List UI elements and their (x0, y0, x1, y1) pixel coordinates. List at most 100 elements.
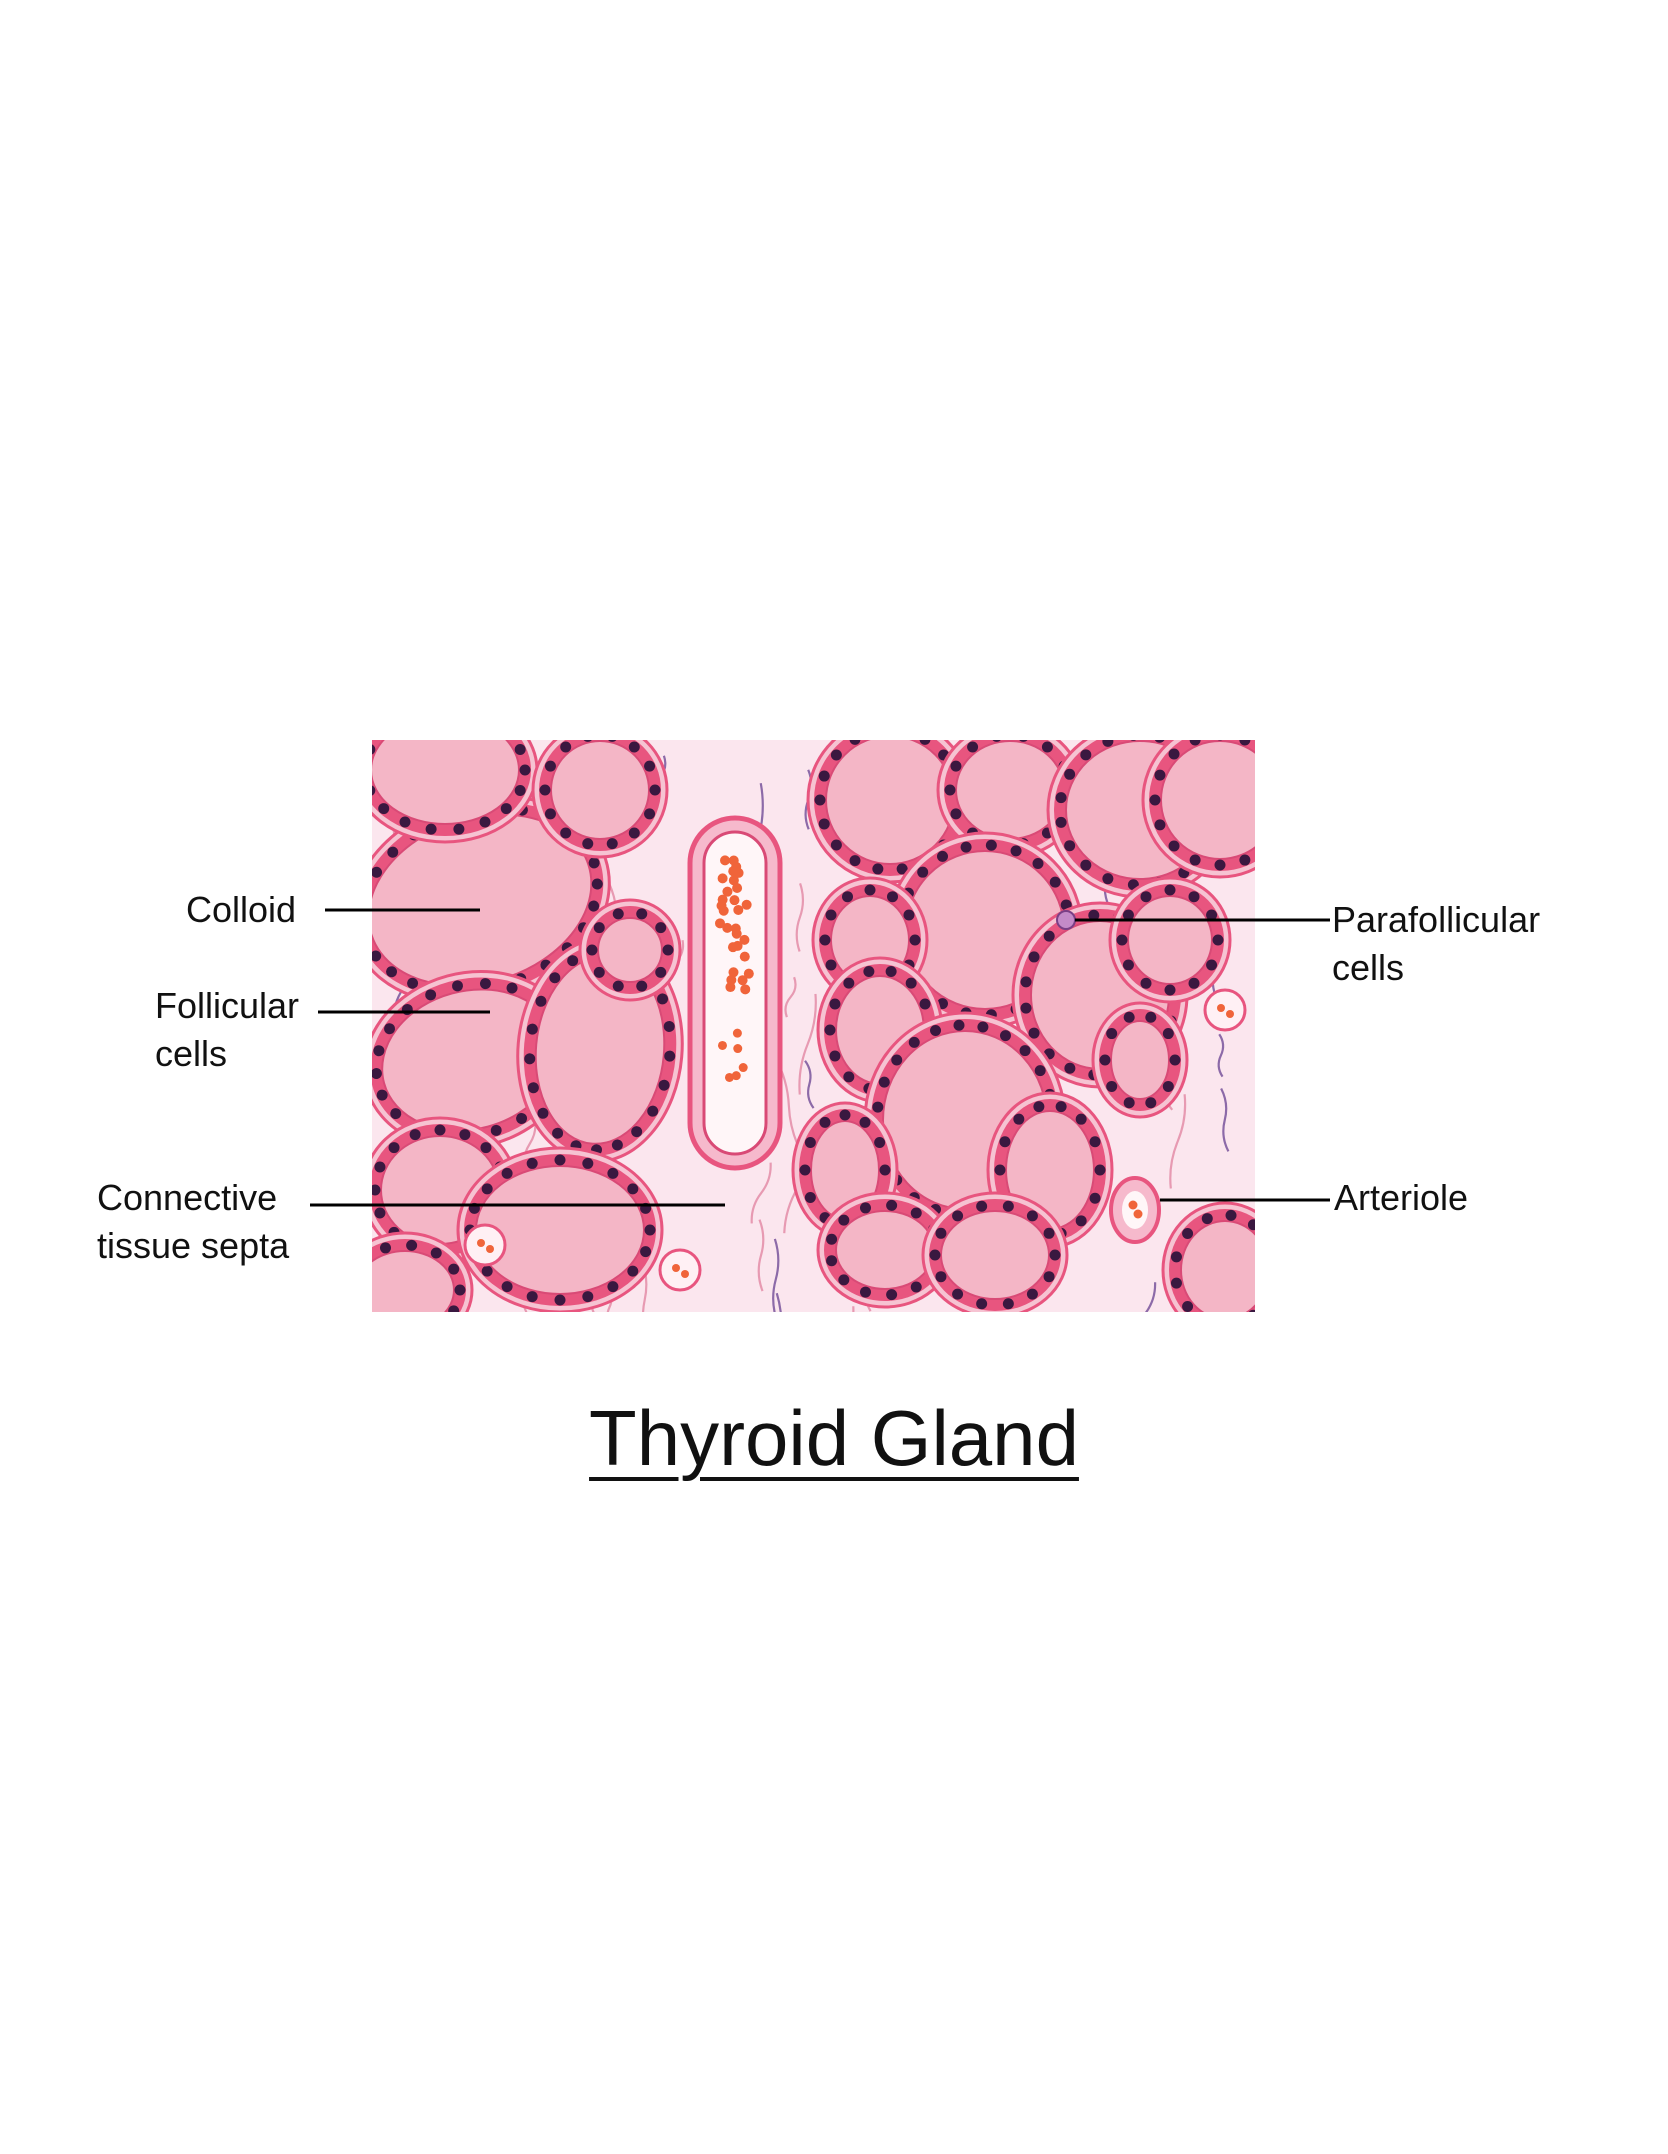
follicle (372, 705, 539, 844)
follicle (1011, 901, 1189, 1089)
follicular-nucleus (878, 1076, 890, 1088)
follicular-nucleus (430, 1247, 442, 1259)
red-blood-cell (720, 855, 731, 866)
follicular-nucleus (526, 1023, 538, 1035)
follicular-nucleus (1075, 1113, 1087, 1125)
follicular-nucleus (1182, 1228, 1194, 1240)
red-blood-cell (681, 1270, 689, 1278)
follicular-nucleus (929, 1249, 941, 1261)
follicular-nucleus (378, 803, 390, 815)
red-blood-cell (739, 951, 750, 962)
follicular-nucleus (644, 808, 656, 820)
follicular-nucleus (655, 966, 667, 978)
follicular-nucleus (662, 944, 674, 956)
follicular-nucleus (1116, 934, 1128, 946)
follicular-nucleus (454, 1284, 466, 1296)
follicular-nucleus (627, 1265, 639, 1277)
follicular-nucleus (859, 1286, 871, 1298)
follicular-nucleus (1189, 740, 1201, 746)
stroma-fiber (832, 1306, 855, 1312)
follicular-nucleus (992, 740, 1001, 742)
follicular-nucleus (501, 726, 512, 737)
follicular-nucleus (830, 749, 842, 761)
follicular-nucleus (372, 866, 383, 878)
follicular-nucleus (501, 1167, 513, 1179)
follicular-nucleus (842, 891, 853, 903)
label-colloid: Colloid (186, 889, 297, 930)
follicular-nucleus (891, 1054, 903, 1066)
follicular-nucleus (1002, 1200, 1014, 1212)
follicular-nucleus (453, 705, 464, 716)
follicular-nucleus (1028, 951, 1040, 963)
follicular-nucleus (999, 1136, 1011, 1148)
follicular-nucleus (481, 1183, 493, 1195)
colloid (597, 917, 663, 983)
follicular-nucleus (1226, 1319, 1237, 1330)
red-blood-cell (1128, 1200, 1138, 1210)
red-blood-cell (717, 1040, 727, 1050)
follicular-nucleus (1026, 1288, 1038, 1300)
follicular-nucleus (1049, 1249, 1061, 1261)
follicular-nucleus (977, 1021, 989, 1033)
label-connective-line2: tissue septa (97, 1225, 290, 1266)
follicular-nucleus (479, 978, 491, 990)
arteriole-lumen (1122, 1191, 1148, 1229)
follicular-nucleus (374, 1161, 386, 1173)
follicular-nucleus (379, 1242, 391, 1254)
stroma-fiber (772, 1238, 780, 1312)
follicular-nucleus (481, 1265, 493, 1277)
stroma-fiber (521, 1303, 537, 1312)
follicular-nucleus (1168, 840, 1180, 852)
follicular-nucleus (400, 713, 411, 724)
follicular-nucleus (544, 760, 556, 772)
follicular-nucleus (1260, 749, 1271, 760)
follicular-nucleus (378, 726, 389, 737)
follicular-nucleus (953, 1019, 965, 1031)
follicular-nucleus (799, 1164, 811, 1176)
stroma-fiber (1220, 1087, 1230, 1152)
follicular-nucleus (1202, 1316, 1213, 1327)
follicular-nucleus (554, 1154, 566, 1166)
follicular-nucleus (490, 1124, 502, 1136)
follicular-nucleus (1247, 1219, 1255, 1231)
follicular-nucleus (399, 816, 411, 828)
follicular-nucleus (663, 1020, 675, 1032)
label-follicular-cells: Follicular cells (155, 982, 299, 1078)
follicular-nucleus (1020, 976, 1032, 988)
follicular-nucleus (1162, 1028, 1174, 1040)
follicular-nucleus (1055, 1101, 1067, 1113)
capillary (658, 1248, 702, 1292)
follicular-nucleus (960, 841, 972, 853)
follicular-nucleus (346, 1295, 357, 1306)
follicular-nucleus (952, 1210, 964, 1222)
red-blood-cell (722, 886, 733, 897)
follicular-nucleus (1188, 977, 1200, 989)
follicular-nucleus (384, 1023, 396, 1035)
colloid (550, 740, 650, 840)
red-blood-cell (724, 1072, 734, 1082)
follicular-nucleus (818, 818, 830, 830)
follicular-nucleus (818, 770, 830, 782)
capillary-wall (658, 1248, 702, 1292)
follicular-nucleus (1102, 740, 1114, 747)
follicular-nucleus (526, 1291, 538, 1303)
capillary-wall (1203, 988, 1247, 1032)
follicular-nucleus (552, 1127, 564, 1139)
red-blood-cell (733, 904, 744, 915)
follicle (806, 740, 974, 884)
follicular-nucleus (1043, 930, 1055, 942)
follicular-nucleus (453, 823, 465, 835)
label-parafollicular-line2: cells (1332, 947, 1405, 988)
follicular-nucleus (1270, 1265, 1281, 1276)
follicular-nucleus (501, 1281, 513, 1293)
follicular-nucleus (1239, 740, 1251, 746)
colloid (835, 1210, 935, 1290)
follicular-nucleus (859, 1116, 871, 1128)
red-blood-cell (738, 1063, 748, 1073)
follicular-nucleus (372, 785, 376, 796)
follicular-nucleus (1019, 1045, 1031, 1057)
follicular-nucleus (1280, 795, 1291, 806)
follicular-nucleus (839, 1109, 851, 1121)
follicular-nucleus (387, 846, 399, 858)
follicular-nucleus (527, 1082, 539, 1094)
